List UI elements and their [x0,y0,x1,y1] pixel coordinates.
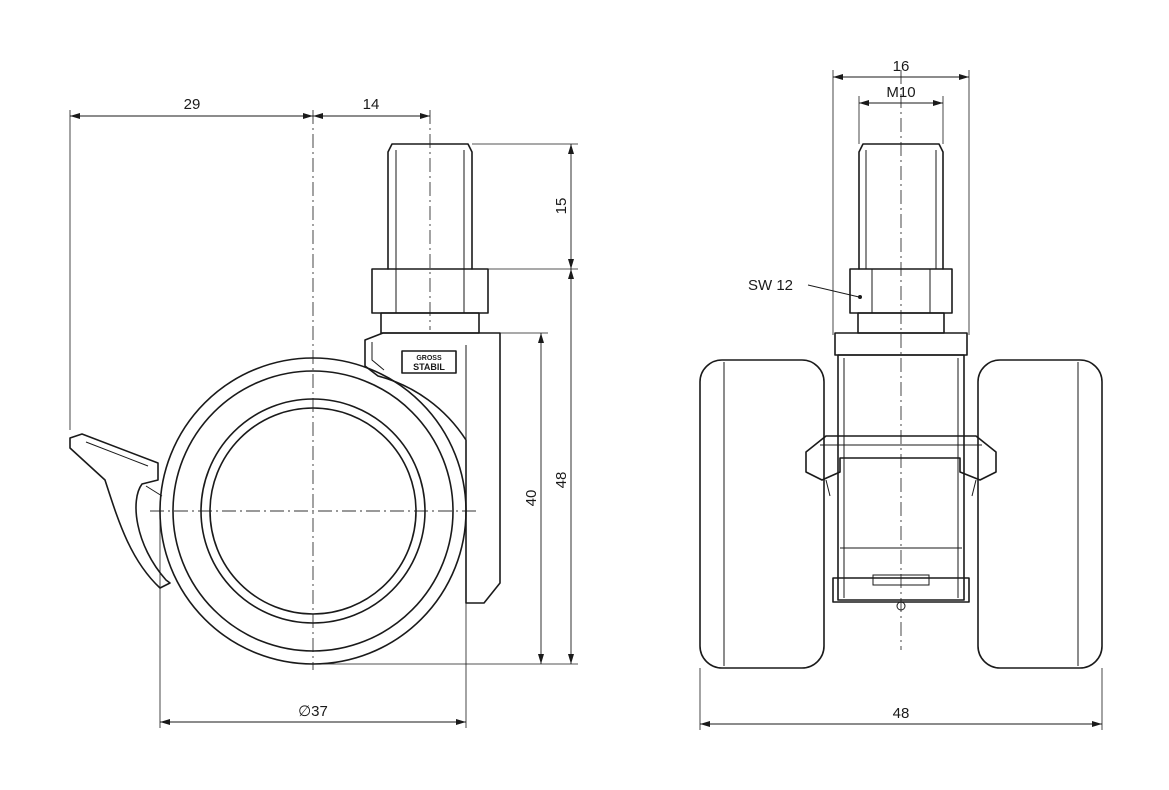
front-stem [858,143,944,270]
dim-16: 16 [832,58,970,335]
front-brake-pedal [805,435,997,497]
dim-40-label: 40 [523,490,540,507]
dim-sw12-label: SW 12 [748,277,793,294]
front-housing [832,332,970,611]
dim-15: 15 [472,143,578,270]
front-left-wheel [699,359,825,669]
dim-15-label: 15 [553,198,570,215]
dim-48-height: 48 [313,269,578,665]
dim-29: 29 [69,96,313,430]
dim-m10-label: M10 [886,84,915,101]
dim-48-width-label: 48 [893,705,910,722]
dim-m10: M10 [858,84,944,144]
dim-16-label: 16 [893,58,910,75]
dim-14: 14 [313,96,430,119]
dim-sw12: SW 12 [748,277,862,299]
side-brake-lever [69,433,171,589]
dim-48-width: 48 [699,668,1103,730]
front-right-wheel [977,359,1103,669]
side-logo-plate: GROSS STABIL [401,350,457,374]
logo-bottom-text: STABIL [413,362,445,372]
dim-14-label: 14 [363,96,380,113]
dim-40: 40 [500,332,548,664]
dim-48-height-label: 48 [553,472,570,489]
front-hex-nut [849,268,953,334]
dim-diameter-37: ∅37 [159,511,467,728]
dim-diameter-37-label: ∅37 [298,703,328,720]
side-hex-nut [371,268,489,334]
side-view: GROSS STABIL 29 [69,96,578,728]
front-view: 16 M10 SW 12 48 [699,58,1103,730]
side-stem [387,143,473,270]
logo-top-text: GROSS [416,355,442,362]
dim-29-label: 29 [184,96,201,113]
